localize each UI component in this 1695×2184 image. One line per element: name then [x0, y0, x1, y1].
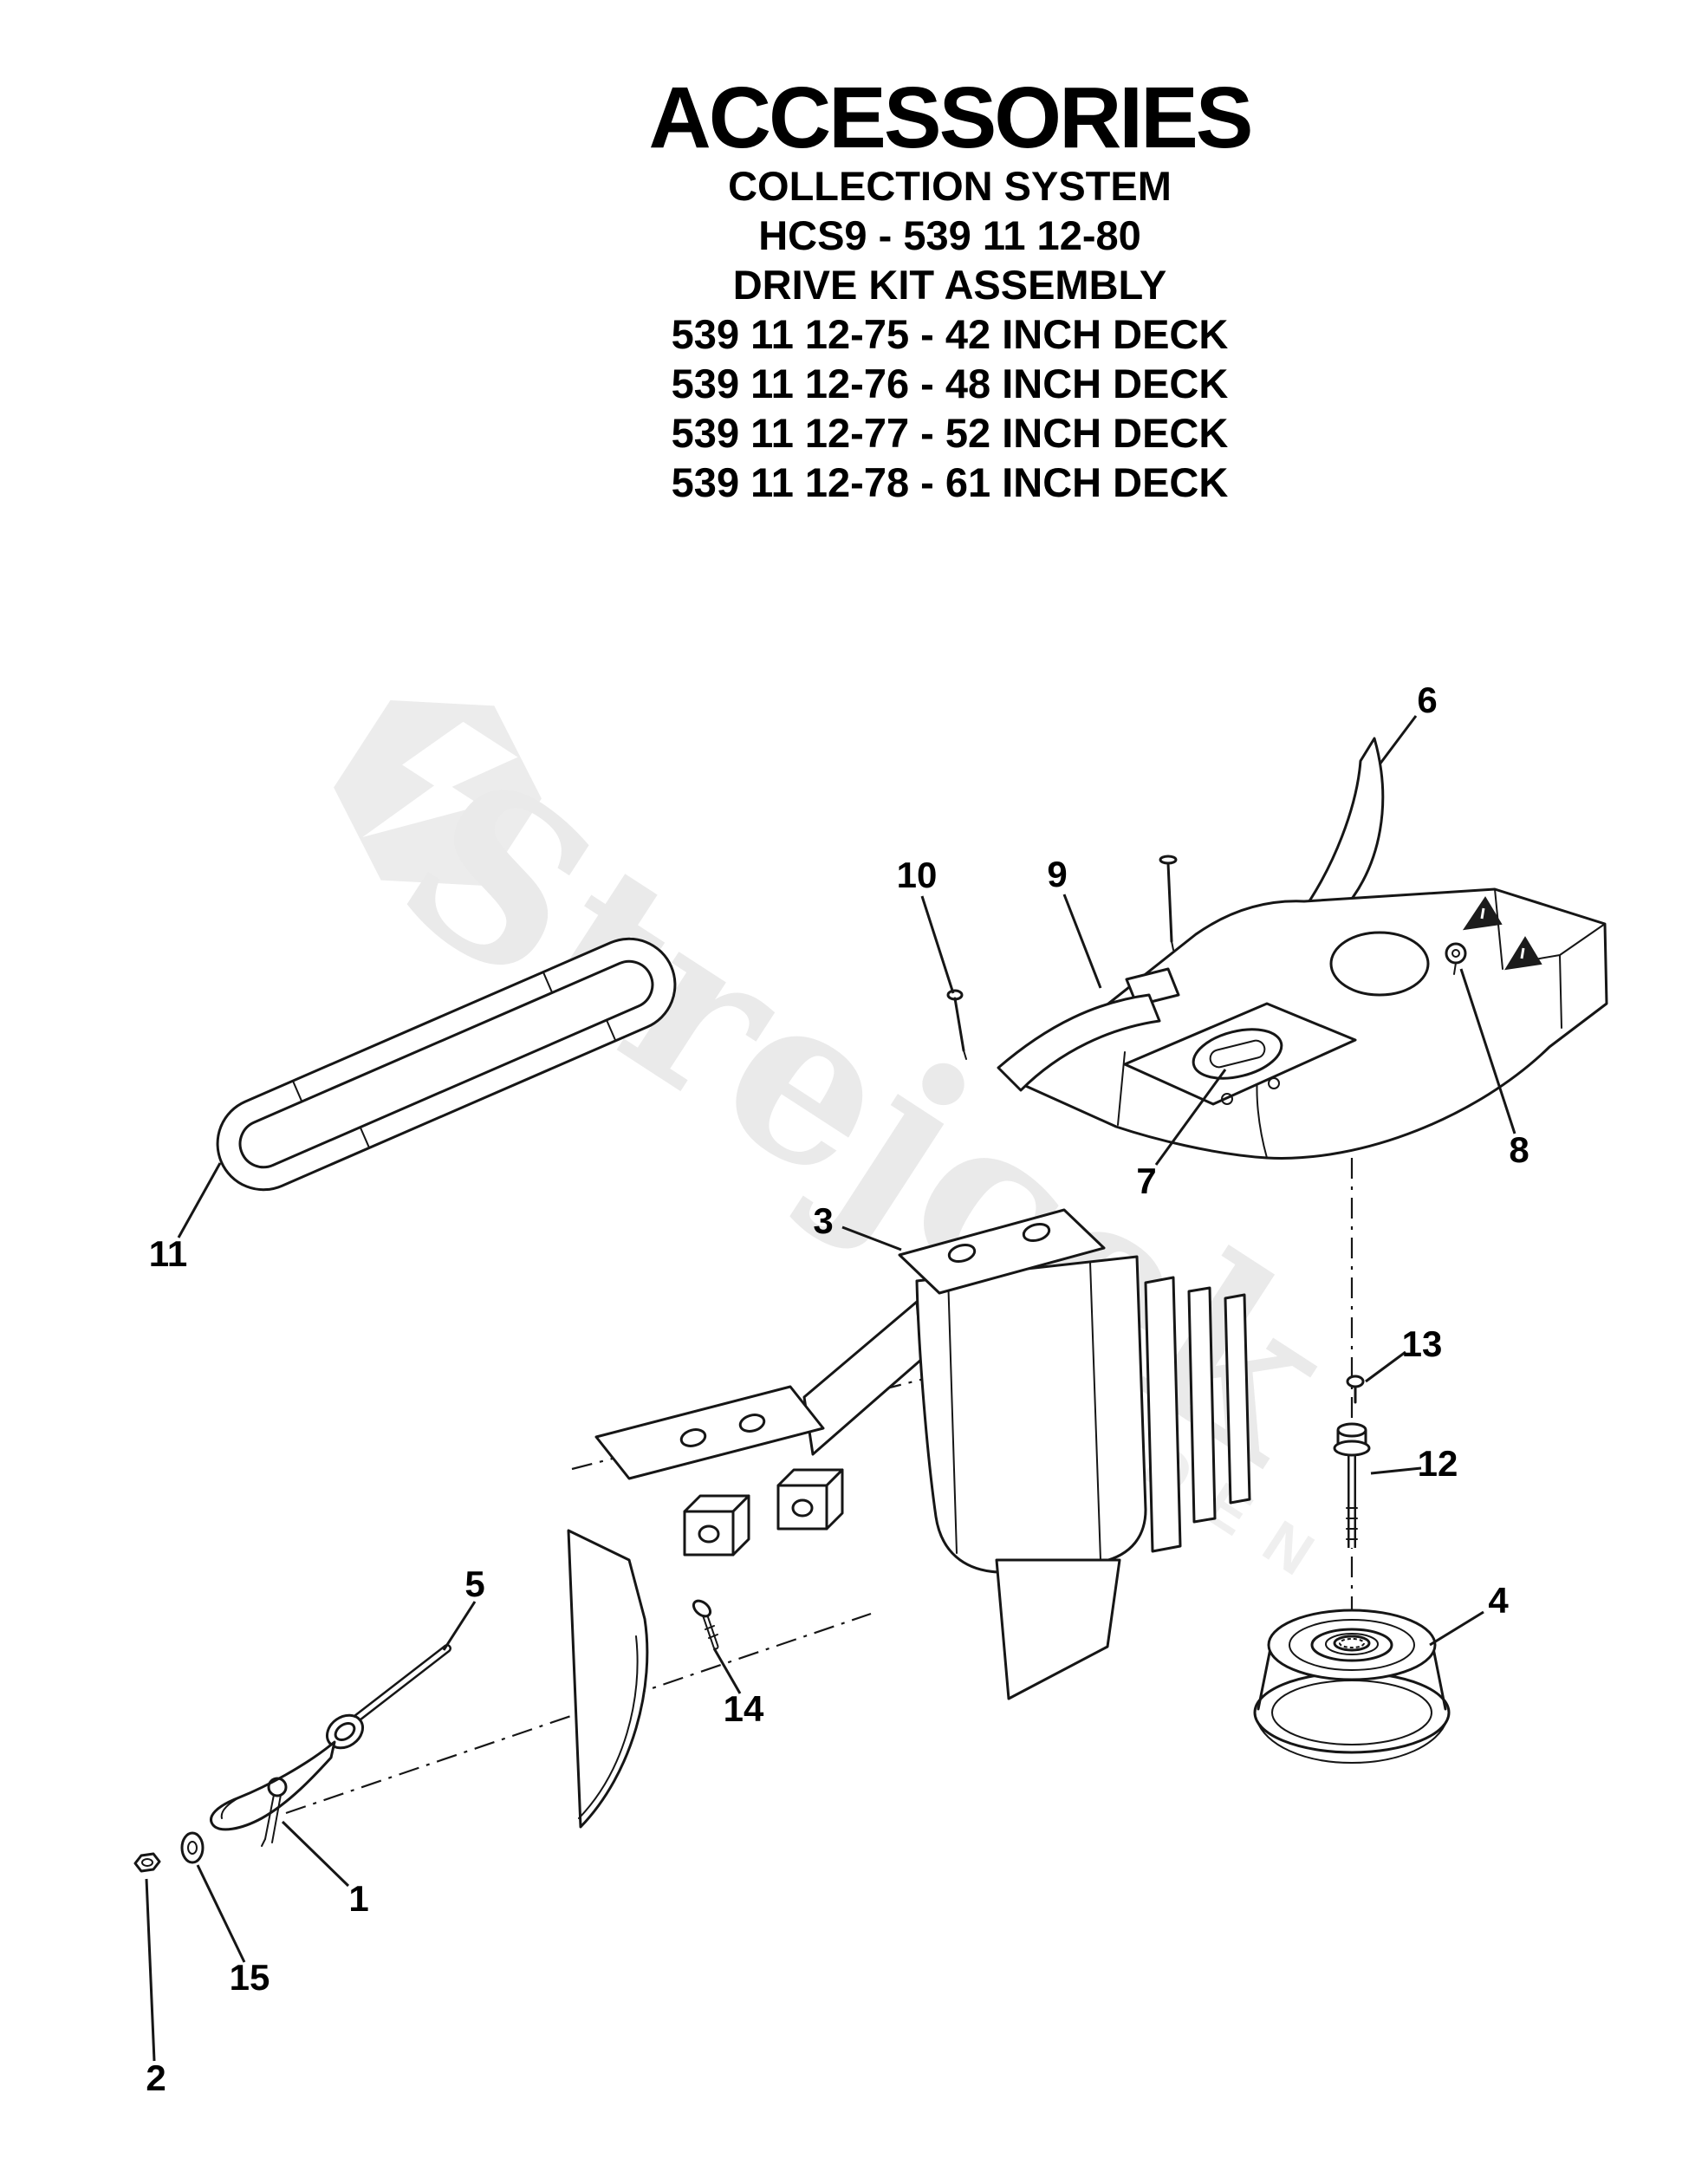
deck-option-48: 539 11 12-76 - 48 INCH DECK — [671, 361, 1229, 406]
cover-mounting-pin — [1159, 855, 1178, 951]
idler-bracket-assembly — [567, 1208, 1251, 1829]
bracket-web — [802, 1300, 924, 1456]
cover-hole — [1329, 931, 1430, 997]
leader-line-15 — [196, 1864, 246, 1963]
spacer-block-2 — [776, 1468, 844, 1531]
carriage-bolt — [692, 1599, 719, 1650]
leader-line-14 — [712, 1648, 742, 1694]
leader-line-8 — [1459, 968, 1516, 1134]
leader-line-1 — [281, 1820, 350, 1888]
belt-guide-strap — [997, 967, 1180, 1092]
subtitle-collection-system: COLLECTION SYSTEM — [728, 163, 1172, 209]
plate-hole-2 — [738, 1414, 766, 1433]
spacer-block-1 — [683, 1494, 750, 1557]
flat-washer — [180, 1831, 205, 1864]
leader-line-6 — [1378, 715, 1418, 765]
hardware-fasteners — [692, 1375, 1371, 1650]
plate-hole-1 — [679, 1428, 707, 1447]
main-chute-panel — [915, 1255, 1147, 1574]
leader-line-10 — [920, 895, 955, 994]
assembly-name: DRIVE KIT ASSEMBLY — [732, 262, 1167, 308]
pulley-bolt — [1333, 1422, 1371, 1548]
top-mounting-plate — [898, 1208, 1106, 1295]
leader-line-2 — [145, 1878, 156, 2062]
rear-strip-1 — [1144, 1276, 1182, 1553]
hinge-pin — [946, 989, 967, 1060]
belt-cover-assembly — [946, 737, 1608, 1160]
model-number: HCS9 - 539 11 12-80 — [758, 212, 1141, 258]
deck-option-52: 539 11 12-77 - 52 INCH DECK — [671, 410, 1229, 456]
leader-line-4 — [1429, 1610, 1484, 1647]
title-block: ACCESSORIES COLLECTION SYSTEM HCS9 - 539… — [648, 69, 1254, 507]
top-plate-hole-1 — [947, 1243, 977, 1264]
rear-strip-2 — [1187, 1286, 1217, 1524]
set-screw — [1346, 1375, 1365, 1404]
rod-ring — [326, 1713, 364, 1750]
plate-screw-1 — [1268, 1077, 1280, 1089]
leader-line-7 — [1154, 1069, 1227, 1166]
watermark-logo-icon — [334, 700, 542, 886]
left-mounting-plate — [594, 1385, 825, 1480]
leader-line-5 — [442, 1601, 477, 1651]
hex-nut — [133, 1852, 161, 1873]
panel-fold-2 — [1089, 1261, 1101, 1561]
plate-screw-2 — [1221, 1093, 1233, 1105]
leader-line-11 — [177, 1162, 222, 1238]
deck-option-42: 539 11 12-75 - 42 INCH DECK — [671, 311, 1229, 357]
rod-hook-handle — [210, 1740, 336, 1831]
leader-line-13 — [1365, 1350, 1406, 1383]
cover-fin — [1298, 737, 1385, 917]
idler-pulley — [1253, 1609, 1451, 1764]
lower-right-fin — [995, 1558, 1121, 1700]
leader-lines — [145, 715, 1516, 2062]
leader-line-3 — [841, 1225, 902, 1251]
warning-exclaim-2 — [1520, 947, 1525, 959]
left-fin-inner-curve — [578, 1635, 639, 1819]
deck-option-61: 539 11 12-78 - 61 INCH DECK — [671, 459, 1229, 505]
top-plate-hole-2 — [1022, 1222, 1051, 1243]
pulley-bottom-rim — [1256, 1719, 1448, 1764]
rear-strip-3 — [1224, 1293, 1251, 1505]
slotted-plate — [1123, 1002, 1357, 1106]
page-title: ACCESSORIES — [648, 69, 1254, 166]
warning-exclaim-1 — [1480, 907, 1485, 920]
panel-fold-1 — [947, 1275, 958, 1554]
pulley-bottom-flange — [1253, 1671, 1451, 1754]
drive-belt — [216, 937, 677, 1192]
grommet-knob — [1445, 942, 1467, 975]
leader-line-12 — [1370, 1466, 1422, 1475]
cotter-pin — [261, 1777, 288, 1847]
left-curved-fin — [567, 1529, 649, 1829]
clutch-rod-assembly — [133, 1644, 451, 1873]
leader-line-9 — [1062, 894, 1102, 989]
